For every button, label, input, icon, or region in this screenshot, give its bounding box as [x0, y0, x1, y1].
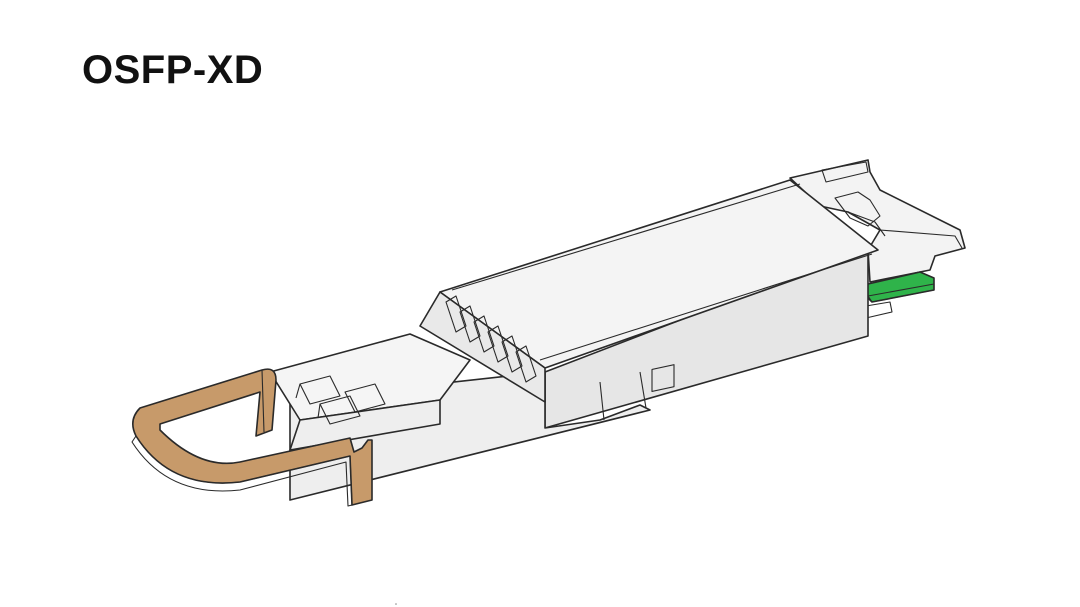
page-title: OSFP-XD — [82, 48, 264, 92]
speck — [395, 603, 397, 605]
module-housing — [289, 179, 879, 501]
heatsink-fins — [445, 295, 537, 383]
rear-latch — [789, 159, 966, 283]
front-receptacle — [269, 333, 471, 451]
pull-tab — [131, 368, 373, 507]
